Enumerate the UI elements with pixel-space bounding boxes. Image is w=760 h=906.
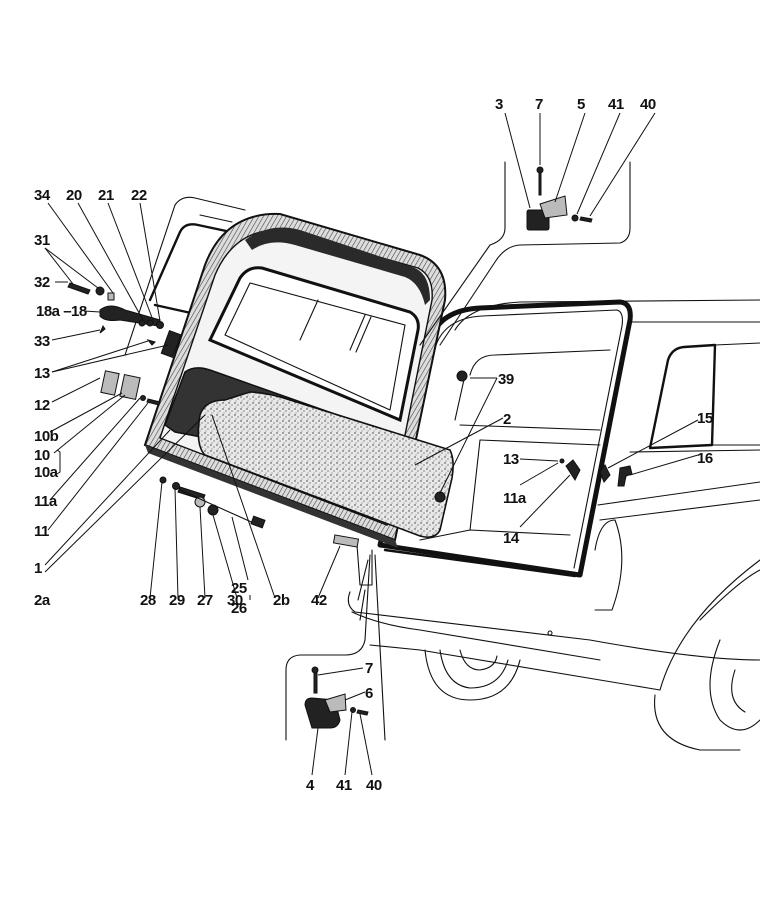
callout-11a-left: 11a (34, 493, 58, 510)
hinge-leaf-5 (539, 195, 568, 219)
bumper-39-top (456, 370, 468, 382)
callout-33: 33 (34, 333, 50, 350)
callout-15: 15 (697, 410, 713, 427)
lock-10 (119, 373, 141, 401)
striker-14 (565, 459, 581, 482)
callout-16: 16 (697, 450, 713, 467)
callout-31: 31 (34, 232, 50, 249)
callout-6: 6 (365, 685, 373, 702)
callout-42: 42 (311, 592, 327, 609)
callout-28: 28 (140, 592, 156, 609)
right-hardware (434, 370, 633, 503)
callout-41-bottom: 41 (336, 777, 352, 794)
callout-25: 25 (231, 580, 247, 597)
callout-10a: 10a (34, 464, 59, 481)
screw-13 (146, 339, 156, 346)
callout-22: 22 (131, 187, 147, 204)
callout-41-top: 41 (608, 96, 624, 113)
callout-labels: 3 7 5 41 40 34 20 21 22 31 32 18a –18 33… (34, 96, 713, 794)
part-15 (599, 464, 611, 483)
spring-34 (107, 292, 115, 301)
callout-40-top: 40 (640, 96, 656, 113)
key-33 (99, 324, 106, 334)
callout-27: 27 (197, 592, 213, 609)
callout-12: 12 (34, 397, 50, 414)
callout-11: 11 (34, 523, 49, 540)
callout-40-bottom: 40 (366, 777, 382, 794)
top-hinge-inset (419, 161, 631, 346)
lock-plate-12 (100, 370, 120, 396)
hinge-leaf-6 (324, 693, 347, 713)
bumper-39-bottom (434, 491, 446, 503)
callout-7-bottom: 7 (365, 660, 373, 677)
callout-14: 14 (503, 530, 520, 547)
callout-13-left: 13 (34, 365, 50, 382)
screw-32 (67, 282, 91, 295)
callout-3: 3 (495, 96, 503, 113)
escutcheon (160, 330, 182, 358)
check-strap-parts (159, 476, 360, 548)
callout-2b: 2b (273, 592, 290, 609)
callout-34: 34 (34, 187, 51, 204)
callout-5: 5 (577, 96, 585, 113)
callout-2a: 2a (34, 592, 51, 609)
callout-10: 10 (34, 447, 50, 464)
callout-20: 20 (66, 187, 82, 204)
part-16 (617, 465, 633, 487)
callout-1: 1 (34, 560, 42, 577)
callout-39: 39 (498, 371, 514, 388)
leader-lines (44, 112, 699, 776)
callout-18a-18: 18a –18 (36, 303, 87, 320)
callout-13-right: 13 (503, 451, 519, 468)
callout-30: 30 (227, 592, 243, 609)
left-hardware (67, 282, 182, 406)
bolt-31 (95, 286, 105, 296)
bracket (56, 449, 61, 475)
rear-door (124, 196, 454, 548)
callout-7-top: 7 (535, 96, 543, 113)
callout-26: 26 (231, 600, 247, 617)
callout-10b: 10b (34, 428, 59, 445)
callout-11a-right: 11a (503, 490, 527, 507)
callout-29: 29 (169, 592, 185, 609)
bottom-hinge-inset (285, 554, 386, 741)
callout-2: 2 (503, 411, 511, 428)
callout-32: 32 (34, 274, 50, 291)
callout-4: 4 (306, 777, 315, 794)
callout-21: 21 (98, 187, 114, 204)
